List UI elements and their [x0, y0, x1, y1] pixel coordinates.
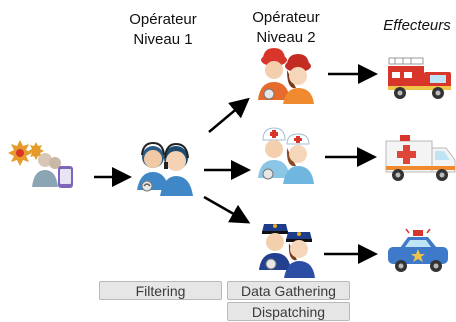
police-officers-icon: [259, 224, 315, 278]
tag-dispatching: Dispatching: [227, 302, 350, 321]
firefighters-icon: [258, 48, 314, 104]
ambulance-icon: [385, 135, 456, 181]
call-center-operators-icon: [137, 141, 193, 196]
title-operator-level-2: Opérateur Niveau 2: [252, 9, 320, 46]
tag-data-gathering: Data Gathering: [227, 281, 350, 300]
fire-truck-icon: [388, 57, 451, 99]
medics-icon: [258, 127, 314, 184]
tag-filtering: Filtering: [99, 281, 222, 300]
title-effectors: Effecteurs: [383, 17, 451, 34]
title-operator-level-1: Opérateur Niveau 1: [129, 11, 197, 48]
police-car-icon: [388, 228, 448, 272]
caller-emergency-icon: [8, 140, 73, 188]
